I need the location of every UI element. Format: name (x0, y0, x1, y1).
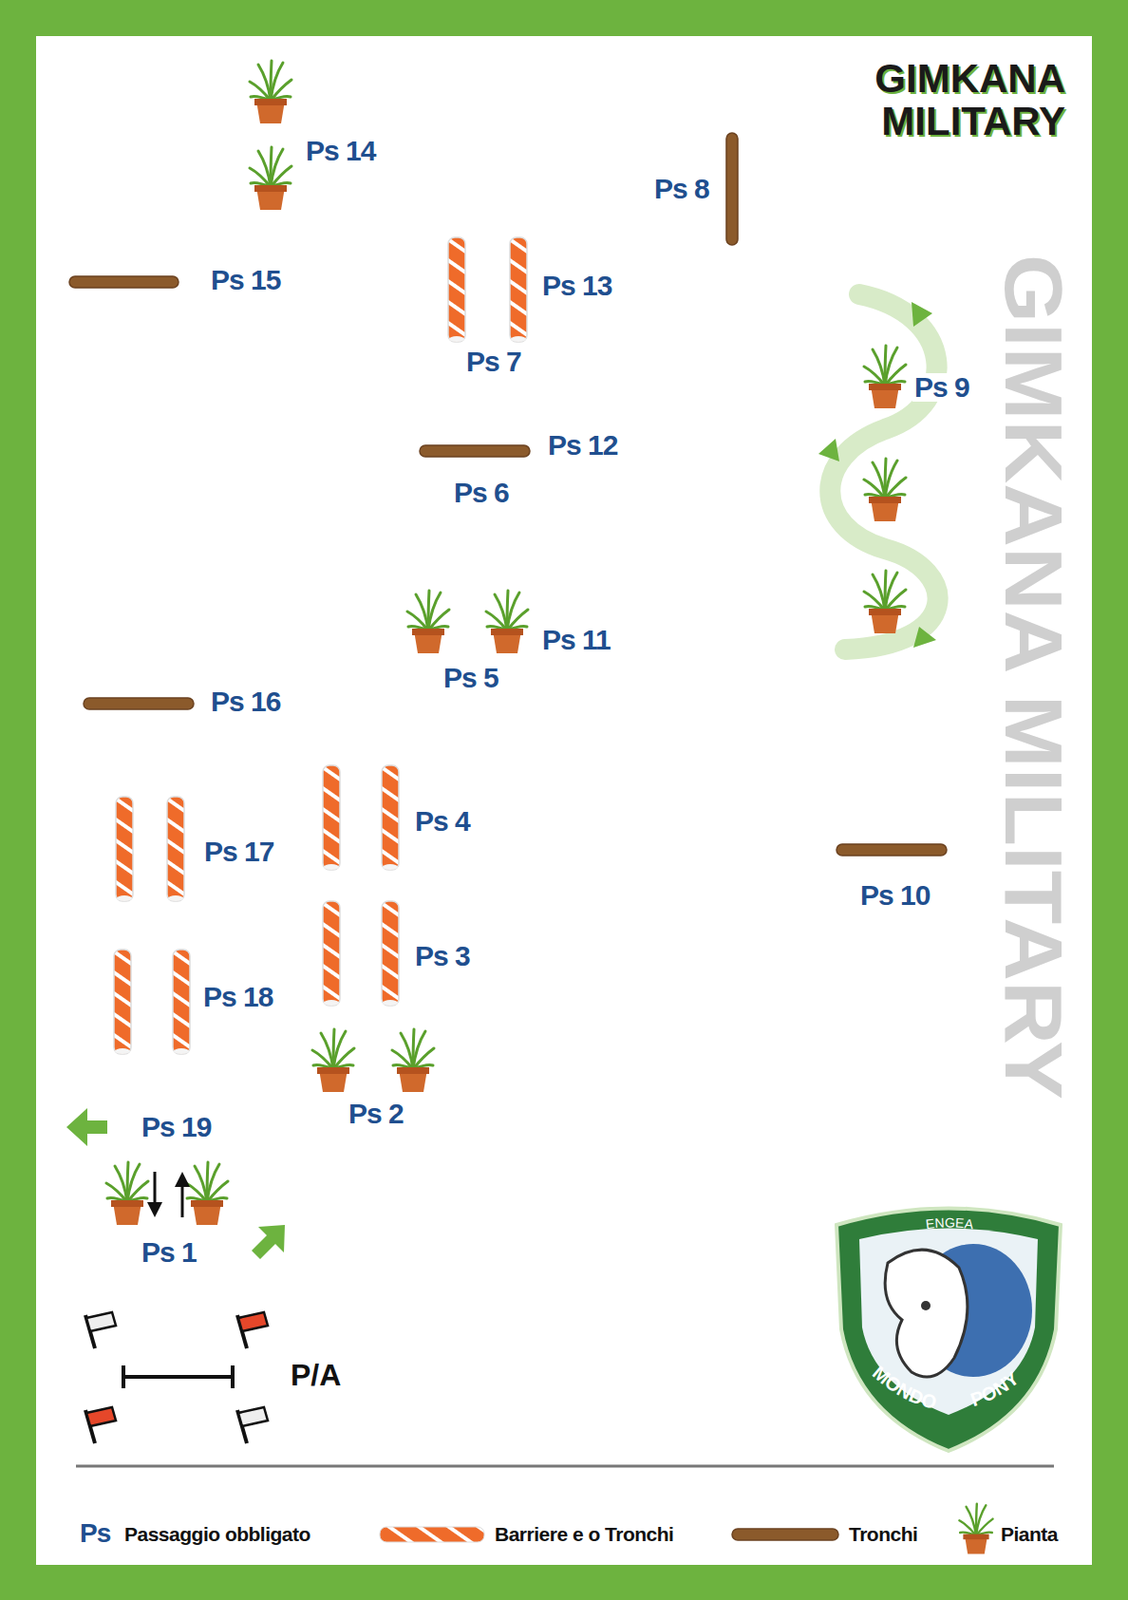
passage-label: Ps 6 (451, 478, 511, 508)
passage-label: Ps 3 (413, 941, 472, 971)
passage-label: Ps 15 (208, 265, 282, 295)
legend-text: Pianta (1000, 1523, 1058, 1544)
legend-sample: Ps (77, 1520, 113, 1547)
legend-text: Tronchi (848, 1523, 918, 1544)
passage-label: Ps 14 (303, 136, 377, 166)
passage-label: Ps 13 (540, 271, 614, 301)
passage-label: Ps 7 (464, 347, 524, 376)
legend-text: Passaggio obbligato (124, 1523, 311, 1544)
passage-label: Ps 2 (346, 1099, 406, 1128)
passage-label: Ps 5 (441, 663, 501, 693)
passage-label: Ps 11 (540, 625, 613, 655)
watermark: GIMKANA MILITARY (993, 254, 1075, 1100)
passage-label: Ps 19 (139, 1112, 213, 1142)
passage-label: Ps 1 (139, 1238, 199, 1267)
passage-label: Ps 17 (202, 837, 276, 866)
passage-label: Ps 4 (413, 807, 472, 836)
passage-label: Ps 10 (858, 881, 932, 910)
legend-text: Barriere e o Tronchi (494, 1523, 674, 1544)
logo-text: ENGEA (924, 1214, 976, 1232)
passage-label: Ps 9 (912, 373, 972, 402)
passage-label: Ps 12 (545, 431, 620, 460)
logo-text: MONDO (868, 1361, 940, 1413)
passage-label: Ps 8 (652, 174, 712, 204)
passage-label: Ps 16 (208, 687, 282, 716)
start-finish-label: P/A (290, 1359, 341, 1391)
title: GIMKANA MILITARY (827, 56, 1066, 144)
passage-label: Ps 18 (201, 982, 275, 1012)
logo-text: PONY (967, 1367, 1023, 1411)
